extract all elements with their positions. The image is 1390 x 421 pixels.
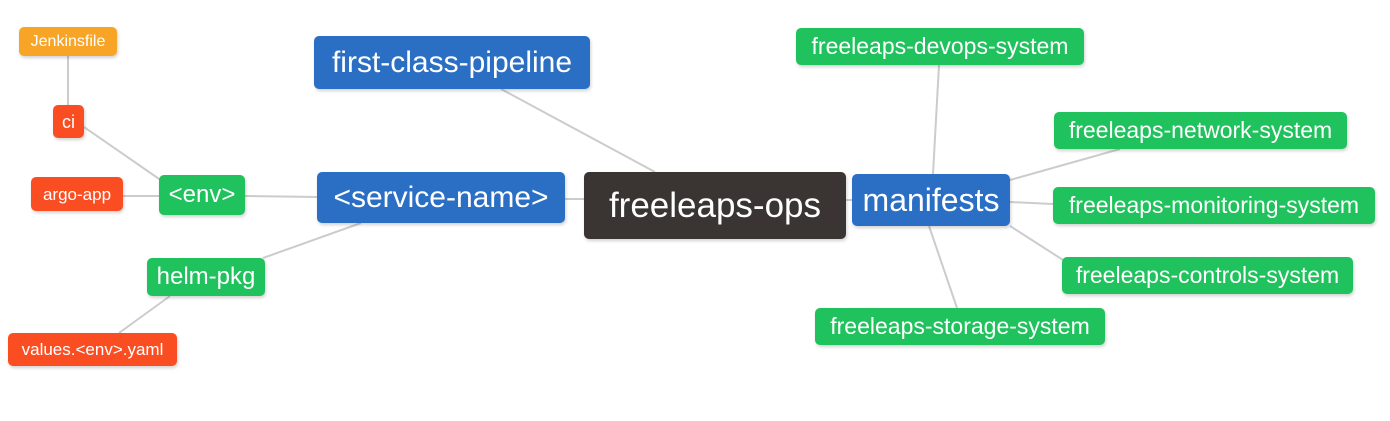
- mindmap-node-manifests[interactable]: manifests: [852, 174, 1010, 226]
- mindmap-node-ci[interactable]: ci: [53, 105, 84, 138]
- mindmap-node-jenkinsfile[interactable]: Jenkinsfile: [19, 27, 117, 56]
- mindmap-node-freeleaps-monitoring-system[interactable]: freeleaps-monitoring-system: [1053, 187, 1375, 224]
- mindmap-node-argo-app[interactable]: argo-app: [31, 177, 123, 211]
- mindmap-node-values-env-yaml[interactable]: values.<env>.yaml: [8, 333, 177, 366]
- mindmap-node-freeleaps-controls-system[interactable]: freeleaps-controls-system: [1062, 257, 1353, 294]
- mindmap-node-env[interactable]: <env>: [159, 175, 245, 215]
- mindmap-node-helm-pkg[interactable]: helm-pkg: [147, 258, 265, 296]
- mindmap-node-service-name[interactable]: <service-name>: [317, 172, 565, 223]
- mindmap-node-freeleaps-storage-system[interactable]: freeleaps-storage-system: [815, 308, 1105, 345]
- mindmap-node-freeleaps-ops[interactable]: freeleaps-ops: [584, 172, 846, 239]
- mindmap-node-freeleaps-network-system[interactable]: freeleaps-network-system: [1054, 112, 1347, 149]
- mindmap-node-first-class-pipeline[interactable]: first-class-pipeline: [314, 36, 590, 89]
- mindmap-node-freeleaps-devops-system[interactable]: freeleaps-devops-system: [796, 28, 1084, 65]
